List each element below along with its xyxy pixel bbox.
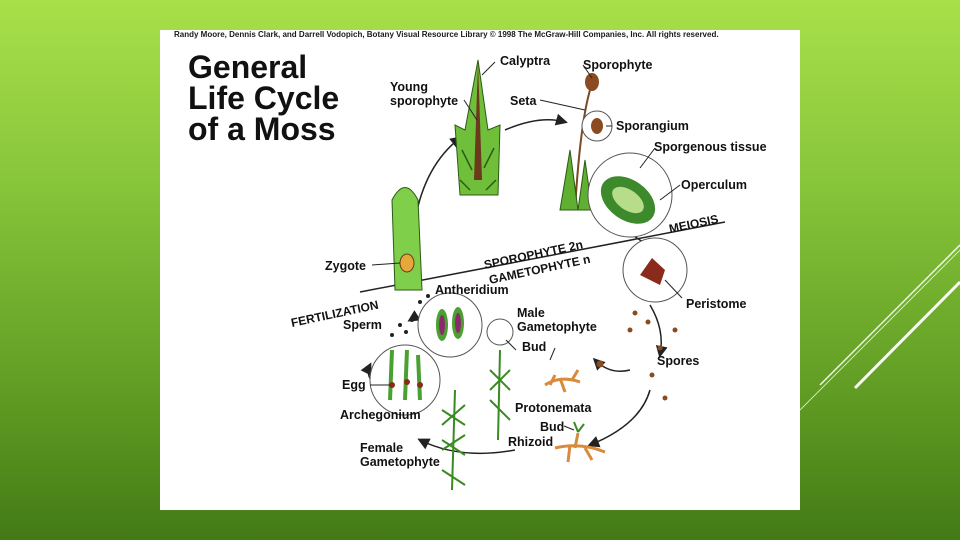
sporophyte-label: Sporophyte <box>583 58 653 72</box>
male-gametophyte-circle <box>486 318 514 346</box>
male-gametophyte-label: Male Gametophyte <box>517 306 597 334</box>
young-sporophyte-illustration <box>454 59 501 196</box>
archegonium-label: Archegonium <box>340 408 421 422</box>
rhizoid-label: Rhizoid <box>508 435 554 449</box>
female-gametophyte-illustration <box>441 389 466 491</box>
antheridium-label: Antheridium <box>435 283 509 297</box>
meiosis-label: MEIOSIS <box>668 212 720 236</box>
female-gametophyte-label-line-1: Female <box>360 441 404 455</box>
antheridium-circle <box>417 292 483 358</box>
bud-lower-label: Bud <box>540 420 565 434</box>
zygote-illustration <box>391 187 423 291</box>
seta-label: Seta <box>510 94 537 108</box>
operculum-label: Operculum <box>681 178 747 192</box>
spore-dots <box>596 310 678 401</box>
peristome-label: Peristome <box>686 297 747 311</box>
protonema-upper-illustration <box>544 369 581 393</box>
female-gametophyte-label-line-2: Gametophyte <box>360 455 440 469</box>
young-sporophyte-label-line-1: Young <box>390 80 428 94</box>
calyptra-label: Calyptra <box>500 54 551 68</box>
sporangium-label: Sporangium <box>616 119 689 133</box>
leader-lines <box>370 61 683 431</box>
male-gametophyte-label-line-1: Male <box>517 306 545 320</box>
sperm-label: Sperm <box>343 318 382 332</box>
title-line-1: General <box>188 49 308 85</box>
sporogenous-tissue-label: Sporgenous tissue <box>654 140 767 154</box>
title-line-2: Life Cycle <box>188 80 340 116</box>
male-gametophyte-label-line-2: Gametophyte <box>517 320 597 334</box>
sperm-dots <box>390 294 430 337</box>
diagram-title: General Life Cycle of a Moss <box>188 49 340 147</box>
moss-life-cycle-diagram: Randy Moore, Dennis Clark, and Darrell V… <box>160 30 800 510</box>
young-sporophyte-label-line-2: sporophyte <box>390 94 459 108</box>
protonema-lower-illustration <box>554 432 606 463</box>
zygote-label: Zygote <box>325 259 366 273</box>
young-sporophyte-label: Young sporophyte <box>390 80 458 108</box>
spores-label: Spores <box>657 354 700 368</box>
bud-upper-label: Bud <box>522 340 547 354</box>
title-line-3: of a Moss <box>188 111 336 147</box>
protonemata-label: Protonemata <box>515 401 592 415</box>
life-cycle-artwork: MEIOSIS SPOROPHYTE 2n GAMETOPHYTE n FERT… <box>290 59 726 491</box>
mature-sporophyte-illustration <box>559 73 599 211</box>
credit-line: Randy Moore, Dennis Clark, and Darrell V… <box>174 30 719 39</box>
female-gametophyte-label: Female Gametophyte <box>360 441 440 469</box>
egg-label: Egg <box>342 378 366 392</box>
